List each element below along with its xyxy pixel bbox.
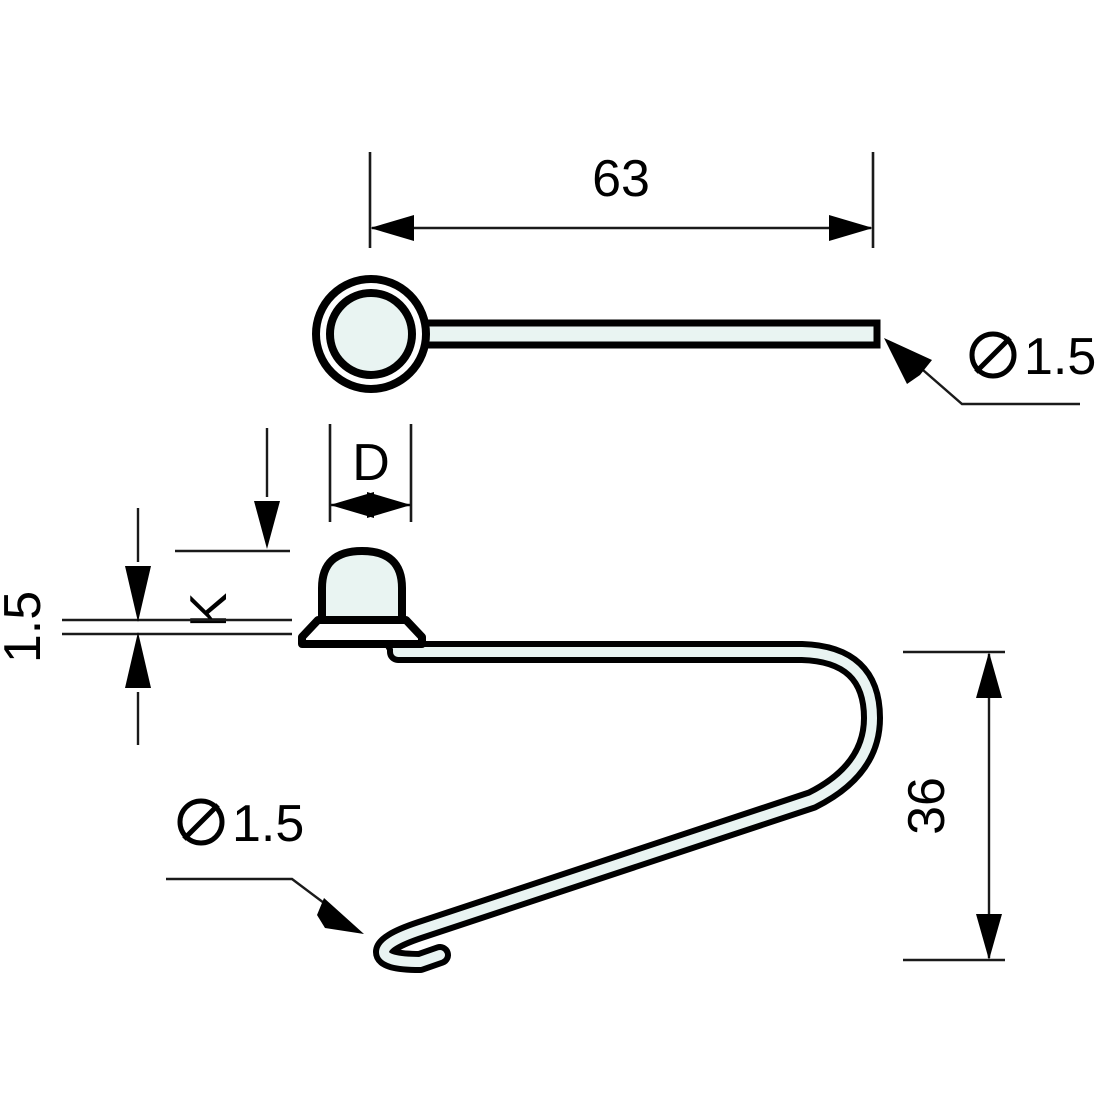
36-arrowhead-bottom bbox=[976, 914, 1002, 960]
dimension-D-label: D bbox=[352, 434, 390, 492]
callout-arrowhead-bottom bbox=[317, 898, 364, 934]
side-view-head-bell bbox=[318, 547, 406, 636]
dimension-63: 63 bbox=[368, 150, 875, 248]
K-arrowhead-down bbox=[254, 501, 280, 549]
dimension-K: K bbox=[175, 428, 290, 627]
arrowhead-left bbox=[370, 215, 414, 241]
diameter-symbol-top-icon bbox=[969, 331, 1017, 379]
dimension-D: D bbox=[328, 424, 413, 522]
callout-arrowhead-top bbox=[884, 338, 932, 384]
callout-leader-line-bottom bbox=[166, 877, 337, 913]
dimension-1_5-thickness: 1.5 bbox=[0, 508, 292, 745]
dimension-63-label: 63 bbox=[592, 150, 650, 208]
arrowhead-right bbox=[829, 215, 873, 241]
36-arrowhead-top bbox=[976, 652, 1002, 698]
D-arrowhead-left bbox=[330, 492, 374, 518]
dimension-1_5-label: 1.5 bbox=[0, 591, 52, 663]
diameter-symbol-bottom-icon bbox=[177, 798, 225, 846]
dimension-K-label: K bbox=[180, 592, 238, 627]
thickness-arrowhead-top bbox=[125, 566, 151, 622]
callout-diameter-top: 1.5 bbox=[884, 328, 1096, 406]
top-view-wire-shaft bbox=[366, 319, 881, 349]
side-view-part bbox=[298, 547, 883, 973]
top-view-head-inner-circle bbox=[326, 289, 416, 379]
callout-diameter-top-value: 1.5 bbox=[1024, 328, 1096, 386]
callout-diameter-bottom: 1.5 bbox=[166, 795, 364, 934]
dimension-36-label: 36 bbox=[898, 777, 956, 835]
callout-diameter-bottom-value: 1.5 bbox=[232, 795, 304, 853]
D-arrowhead-right bbox=[367, 492, 411, 518]
top-view-part bbox=[312, 275, 881, 393]
thickness-arrowhead-bottom bbox=[125, 632, 151, 688]
side-view-head-flange bbox=[298, 616, 426, 648]
dimension-36: 36 bbox=[898, 650, 1005, 962]
